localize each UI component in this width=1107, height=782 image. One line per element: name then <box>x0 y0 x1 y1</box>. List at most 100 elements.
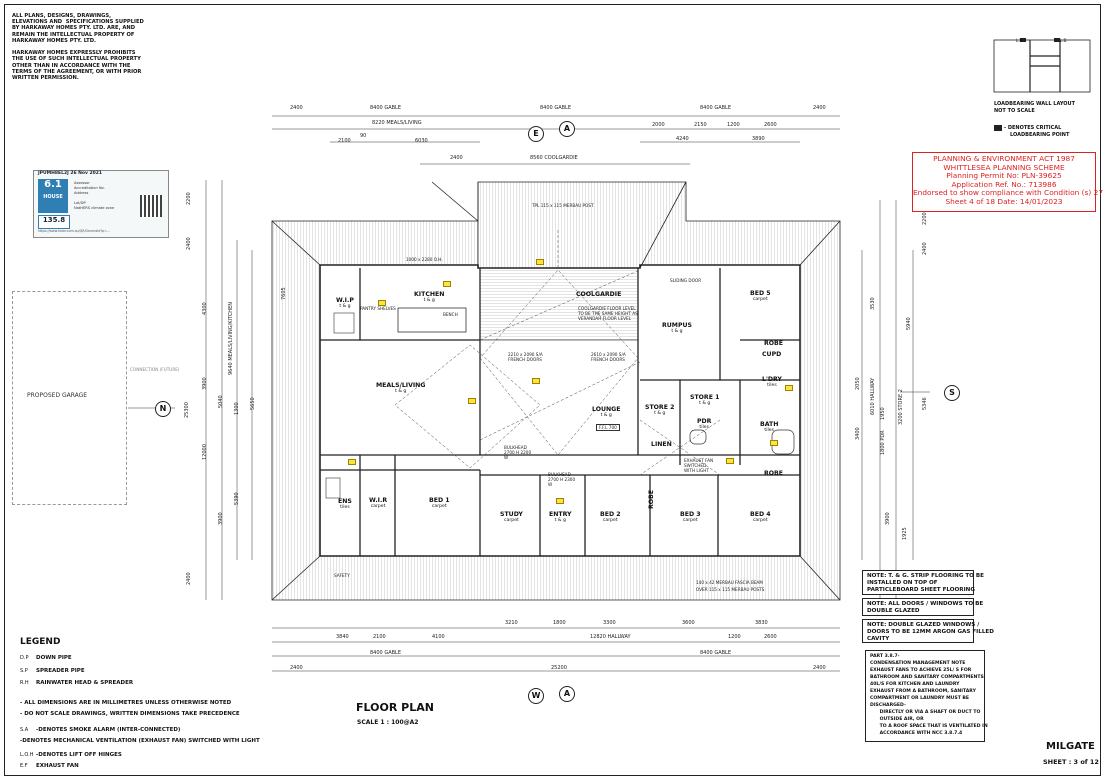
dim-top-right: 2400 <box>813 105 826 111</box>
vdim-left-5040: 5040 <box>218 395 224 408</box>
vdim-right-1950: 1950 <box>880 407 886 420</box>
vdim-left-5390: 5390 <box>234 492 240 505</box>
smoke-alarm-marker <box>556 498 564 504</box>
french-doors-1: 2210 x 2090 S/A FRENCH DOORS <box>508 352 543 362</box>
fascia-label-2: OVER 115 x 115 MERBAU POSTS <box>696 587 765 592</box>
vdim-right-2050: 2050 <box>855 377 861 390</box>
vdim-right-3530: 3530 <box>870 297 876 310</box>
legend-symbol: S.A <box>20 727 29 733</box>
legend-item: RAINWATER HEAD & SPREADER <box>36 680 134 686</box>
legend-item: -DENOTES MECHANICAL VENTILATION (EXHAUST… <box>20 738 260 744</box>
garage-label: PROPOSED GARAGE <box>27 392 88 399</box>
vdim-left-2400b: 2400 <box>186 572 192 585</box>
room-cupboard: CUPD <box>762 351 782 358</box>
safety-label: SAFETY <box>334 573 350 578</box>
dim-bottom-left: 2400 <box>290 665 303 671</box>
room-robe-bed2: ROBE <box>647 490 655 509</box>
vdim-left-9640: 9640 MEALS/LIVING/KITCHEN <box>228 302 234 375</box>
dim-bottom-gable-1: 8400 GABLE <box>370 650 401 656</box>
dim-bottom-2100: 2100 <box>373 634 386 640</box>
dim-top-2400: 2400 <box>450 155 463 161</box>
smoke-alarm-marker <box>468 398 476 404</box>
planning-permit-stamp: PLANNING & ENVIRONMENT ACT 1987 WHITTLES… <box>912 152 1103 212</box>
legend-symbol: D.P <box>20 655 29 661</box>
drawing-sheet-border <box>4 4 1101 776</box>
dim-top-gable-1: 8400 GABLE <box>370 105 401 111</box>
fascia-label-1: 140 x 42 MERBAU FASCIA BEAM <box>696 580 763 585</box>
vdim-right-1925: 1925 <box>902 527 908 540</box>
room-coolgardie: COOLGARDIE <box>576 291 622 298</box>
note-double-glazing: NOTE: ALL DOORS / WINDOWS TO BE DOUBLE G… <box>862 598 983 616</box>
dim-bottom-3840: 3840 <box>336 634 349 640</box>
legend-symbol: S.P <box>20 668 28 674</box>
dim-sub2-3890: 3890 <box>752 136 765 142</box>
dim-bottom-2600: 2600 <box>764 634 777 640</box>
bench-label: BENCH <box>443 312 458 317</box>
bulkhead-1: BULKHEAD 2700 H 2200 W <box>504 445 532 460</box>
dim-sub2-4240: 4240 <box>676 136 689 142</box>
dim-top-left: 2400 <box>290 105 303 111</box>
loadbearing-subtitle: NOT TO SCALE <box>994 108 1035 114</box>
vdim-left-5650: 5650 <box>250 397 256 410</box>
ffl-label: F.F.L 700 <box>596 424 620 431</box>
vdim-left-7605: 7605 <box>281 287 287 300</box>
window-label-kitchen: 1000 x 2280 O.H. <box>406 257 443 262</box>
energy-cert-header: JPUMH8EL2J 26 Nov 2021 <box>38 171 103 176</box>
dim-sub2-1200: 1200 <box>727 122 740 128</box>
critical-point-note: - DENOTES CRITICAL <box>1004 125 1062 131</box>
vdim-right-2200: 2200 <box>922 212 928 225</box>
dim-bottom-3830: 3830 <box>755 620 768 626</box>
west-marker: W <box>528 688 544 704</box>
loadbearing-title: LOADBEARING WALL LAYOUT <box>994 101 1075 107</box>
dim-sub2-2150: 2150 <box>694 122 707 128</box>
legend-symbol: R.H <box>20 680 29 686</box>
section-marker-bottom: A <box>559 686 575 702</box>
legend-title: LEGEND <box>20 637 61 647</box>
exhaust-fan-marker <box>378 300 386 306</box>
exhaust-fan-marker <box>770 440 778 446</box>
legend-item: SPREADER PIPE <box>36 668 85 674</box>
sliding-door-label: SLIDING DOOR <box>670 278 702 283</box>
vdim-left-2200: 2200 <box>186 192 192 205</box>
south-marker: S <box>944 385 960 401</box>
east-marker: E <box>528 126 544 142</box>
legend-item: DOWN PIPE <box>36 655 72 661</box>
critical-point-icon <box>994 125 1002 131</box>
plan-scale: SCALE 1 : 100@A2 <box>357 719 419 726</box>
legend-symbol: E.F <box>20 763 28 769</box>
note-argon: NOTE: DOUBLE GLAZED WINDOWS / DOORS TO B… <box>862 619 994 643</box>
dim-bottom-right: 2400 <box>813 665 826 671</box>
room-robe-bed5: ROBE <box>764 340 783 347</box>
legend-item: EXHAUST FAN <box>36 763 79 769</box>
critical-point-note-2: LOADBEARING POINT <box>1010 132 1070 138</box>
legend-item: -DENOTES LIFT OFF HINGES <box>36 752 122 758</box>
dim-bottom-overall: 25200 <box>551 665 567 671</box>
pantry-label: PANTRY SHELVES <box>360 306 396 311</box>
project-name: MILGATE <box>1046 741 1095 752</box>
dim-sub-2100: 2100 <box>338 138 351 144</box>
french-doors-2: 2610 x 2090 S/A FRENCH DOORS <box>591 352 626 362</box>
coolgardie-note: COOLGARDIE FLOOR LEVEL TO BE THE SAME HE… <box>578 306 638 321</box>
note-condensation: PART 3.8.7- CONDENSATION MANAGEMENT NOTE… <box>865 650 988 742</box>
dim-bottom-1800: 1800 <box>553 620 566 626</box>
smoke-alarm-marker <box>536 259 544 265</box>
energy-cert-footer: https://www.hstar.com.au/QR/Generate?p=.… <box>38 229 110 233</box>
vdim-right-5940: 5940 <box>906 317 912 330</box>
note-flooring: NOTE: T. & G. STRIP FLOORING TO BE INSTA… <box>862 570 984 595</box>
exhaust-fan-marker <box>785 385 793 391</box>
connection-label: CONNECTION (FUTURE) <box>130 367 180 372</box>
vdim-right-pdr: 1800 PDR <box>880 430 886 455</box>
